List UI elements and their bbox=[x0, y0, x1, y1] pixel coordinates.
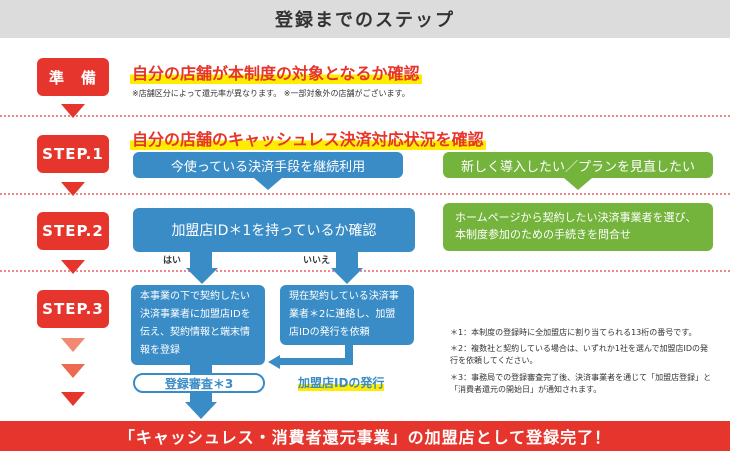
step-3: STEP.3 bbox=[37, 290, 109, 328]
register-info-box: 本事業の下で契約したい決済事業者に加盟店IDを伝え、契約情報と端末情報を登録 bbox=[131, 285, 265, 365]
footnote-3: ＊3：事務局での登録審査完了後、決済事業者を通じて「加盟店登録」と「消費者還元の… bbox=[450, 373, 712, 394]
footnote-2: ＊2：複数社と契約している場合は、いずれか1社を選んで加盟店IDの発行を依頼して… bbox=[450, 344, 709, 365]
step-prep: 準 備 bbox=[37, 58, 109, 96]
request-id-box: 現在契約している決済事業者＊2に連絡し、加盟店IDの発行を依頼 bbox=[280, 285, 414, 345]
completion-banner: 「キャッシュレス・消費者還元事業」の加盟店として登録完了！ bbox=[0, 421, 730, 451]
prep-heading: 自分の店舗が本制度の対象となるか確認 bbox=[130, 60, 422, 84]
arrow-down-icon bbox=[186, 268, 218, 284]
arrow-down-icon bbox=[61, 364, 85, 378]
new-introduction-box: 新しく導入したい／プランを見直したい bbox=[443, 152, 713, 178]
arrow-down-icon bbox=[61, 392, 85, 406]
arrow-shaft bbox=[345, 345, 353, 365]
registration-review: 登録審査＊3 bbox=[133, 373, 265, 393]
prep-note: ※店舗区分によって還元率が異なります。 ※一部対象外の店舗がございます。 bbox=[132, 89, 410, 98]
arrow-down-icon bbox=[185, 402, 217, 419]
arrow-down-icon bbox=[564, 178, 592, 190]
step-2: STEP.2 bbox=[37, 212, 109, 250]
arrow-down-icon bbox=[61, 260, 85, 274]
step1-heading: 自分の店舗のキャッシュレス決済対応状況を確認 bbox=[130, 126, 486, 150]
yes-label: はい bbox=[163, 256, 182, 266]
arrow-shaft bbox=[190, 365, 212, 375]
continue-current-box: 今使っている決済手段を継続利用 bbox=[133, 152, 403, 178]
divider bbox=[0, 193, 730, 195]
arrow-down-icon bbox=[254, 178, 282, 190]
page-title: 登録までのステップ bbox=[0, 0, 730, 38]
arrow-down-icon bbox=[61, 338, 85, 352]
id-issue-label: 加盟店IDの発行 bbox=[298, 374, 385, 391]
arrow-shaft bbox=[278, 358, 353, 365]
arrow-left-icon bbox=[268, 355, 280, 369]
arrow-shaft bbox=[190, 252, 212, 270]
footnote-1: ＊1：本制度の登録時に全加盟店に割り当てられる13桁の番号です。 bbox=[450, 328, 697, 337]
arrow-down-icon bbox=[331, 268, 363, 284]
arrow-down-icon bbox=[61, 182, 85, 196]
homepage-inquiry-box: ホームページから契約したい決済事業者を選び、本制度参加のための手続きを問合せ bbox=[443, 203, 713, 251]
divider bbox=[0, 115, 730, 117]
arrow-down-icon bbox=[61, 104, 85, 118]
merchant-id-question: 加盟店ID＊1を持っているか確認 bbox=[133, 208, 415, 252]
no-label: いいえ bbox=[303, 256, 331, 266]
divider bbox=[0, 270, 730, 272]
arrow-shaft bbox=[190, 393, 212, 403]
arrow-shaft bbox=[336, 252, 358, 270]
step-1: STEP.1 bbox=[37, 135, 109, 173]
